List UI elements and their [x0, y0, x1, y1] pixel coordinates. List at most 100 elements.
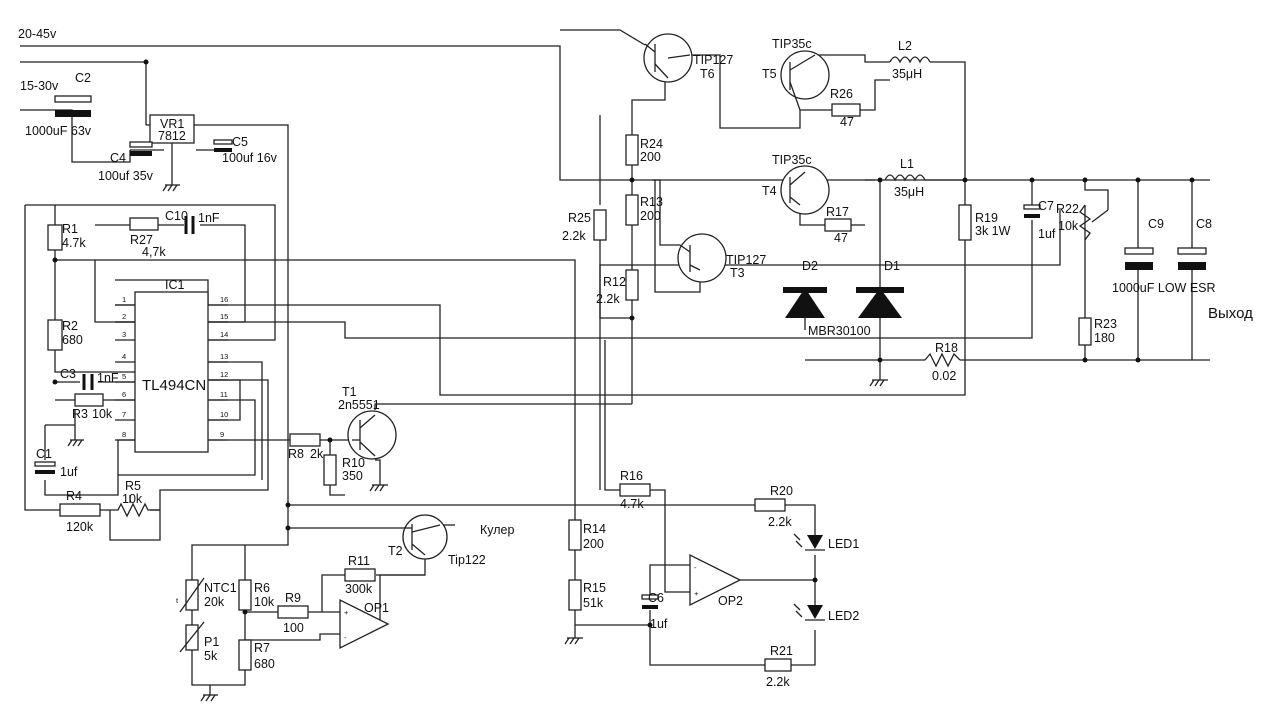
svg-text:TIP35c: TIP35c	[772, 153, 812, 167]
resistor-r27: R27 4,7k	[129, 217, 166, 259]
svg-text:35μH: 35μH	[892, 67, 922, 81]
svg-text:C2: C2	[75, 71, 91, 85]
svg-text:1uf: 1uf	[1038, 227, 1056, 241]
svg-text:R26: R26	[830, 87, 853, 101]
resistor-r24: R24 200	[625, 134, 663, 166]
capacitor-c8: C8	[1177, 217, 1212, 270]
resistor-r26: R26 47	[830, 87, 861, 129]
svg-text:16: 16	[220, 295, 228, 304]
svg-text:3k 1W: 3k 1W	[975, 224, 1011, 238]
svg-text:LED1: LED1	[828, 537, 859, 551]
resistor-r17: R17 47	[824, 205, 852, 245]
svg-text:10k: 10k	[122, 492, 143, 506]
svg-text:2.2k: 2.2k	[766, 675, 790, 689]
capacitor-c7: C7 1uf	[1023, 199, 1056, 241]
resistor-r10: R10 350	[323, 454, 365, 486]
diode-d2: D2	[783, 259, 827, 318]
svg-text:TIP127: TIP127	[693, 53, 733, 67]
svg-text:R10: R10	[342, 456, 365, 470]
output-caps-value: 1000uF LOW ESR	[1112, 281, 1216, 295]
output-label: Выход	[1208, 305, 1253, 322]
svg-text:C8: C8	[1196, 217, 1212, 231]
svg-text:200: 200	[640, 209, 661, 223]
svg-text:1000uF 63v: 1000uF 63v	[25, 124, 92, 138]
svg-text:L2: L2	[898, 39, 912, 53]
svg-text:35μH: 35μH	[894, 185, 924, 199]
resistor-r20: R20 2.2k	[754, 484, 793, 529]
diode-d1: D1	[856, 259, 904, 318]
capacitor-c9: C9	[1124, 217, 1164, 270]
svg-text:1nF: 1nF	[198, 211, 220, 225]
svg-text:R15: R15	[583, 581, 606, 595]
svg-text:t: t	[176, 596, 179, 605]
svg-text:T1: T1	[342, 385, 357, 399]
opamp-op2: - + OP2	[689, 553, 743, 608]
svg-text:OP1: OP1	[364, 601, 389, 615]
transistor-t6: TIP127 T6	[643, 33, 733, 83]
svg-text:R13: R13	[640, 195, 663, 209]
svg-text:T6: T6	[700, 67, 715, 81]
svg-text:-: -	[694, 563, 697, 572]
capacitor-c1: C1 1uf	[34, 447, 78, 479]
svg-text:7812: 7812	[158, 129, 186, 143]
transistor-t2: T2 Tip122	[388, 514, 486, 567]
resistor-r23: R23 180	[1078, 317, 1117, 346]
svg-text:R22: R22	[1056, 202, 1079, 216]
ground-icon	[162, 184, 180, 192]
transistor-t5: TIP35c T5	[762, 37, 830, 111]
svg-text:R8: R8	[288, 447, 304, 461]
svg-text:8: 8	[122, 430, 126, 439]
potentiometer-r22: R22 10k	[1056, 202, 1109, 241]
potentiometer-r5: R5 10k	[110, 479, 160, 518]
resistor-r3: R3 10k	[72, 393, 113, 421]
svg-text:47: 47	[834, 231, 848, 245]
svg-text:R9: R9	[285, 591, 301, 605]
resistor-r13: R13 200	[625, 194, 663, 226]
ground-icon	[369, 484, 388, 492]
ground-icon	[67, 425, 84, 447]
ic1-part: TL494CN	[142, 377, 206, 394]
svg-text:300k: 300k	[345, 582, 373, 596]
svg-text:R1: R1	[62, 222, 78, 236]
resistor-r9: R9 100	[277, 591, 309, 635]
svg-text:R27: R27	[130, 233, 153, 247]
fan-label: Кулер	[480, 523, 515, 537]
svg-text:R6: R6	[254, 581, 270, 595]
svg-text:47: 47	[840, 115, 854, 129]
svg-text:R17: R17	[826, 205, 849, 219]
svg-text:1uf: 1uf	[650, 617, 668, 631]
potentiometer-p1: P1 5k	[179, 621, 219, 663]
svg-text:1nF: 1nF	[97, 371, 119, 385]
svg-text:T3: T3	[730, 266, 745, 280]
svg-text:R3: R3	[72, 407, 88, 421]
svg-text:0.02: 0.02	[932, 369, 956, 383]
svg-text:100: 100	[283, 621, 304, 635]
capacitor-c2: C2 1000uF 63v	[25, 71, 92, 138]
svg-text:C9: C9	[1148, 217, 1164, 231]
ground-icon	[200, 685, 218, 702]
svg-text:14: 14	[220, 330, 228, 339]
diodes-part: MBR30100	[808, 324, 871, 338]
svg-text:10: 10	[220, 410, 228, 419]
svg-text:R24: R24	[640, 137, 663, 151]
thermistor-ntc1: t NTC1 20k	[176, 577, 237, 613]
svg-text:1: 1	[122, 295, 126, 304]
svg-text:680: 680	[254, 657, 275, 671]
svg-text:4,7k: 4,7k	[142, 245, 166, 259]
ground-icon	[564, 625, 583, 645]
svg-text:-: -	[344, 633, 347, 642]
led2: LED2	[793, 603, 859, 623]
junction-dots	[52, 59, 1195, 628]
transistor-t1: T1 2n5551	[338, 385, 397, 460]
svg-text:10k: 10k	[254, 595, 275, 609]
resistor-r12: R12 2.2k	[596, 269, 639, 306]
svg-text:2.2k: 2.2k	[596, 292, 620, 306]
transistor-t3: TIP127 T3	[677, 233, 766, 283]
resistor-r4: R4 120k	[59, 489, 101, 534]
svg-text:+: +	[694, 589, 699, 598]
svg-text:R18: R18	[935, 341, 958, 355]
svg-text:NTC1: NTC1	[204, 581, 237, 595]
svg-text:Tip122: Tip122	[448, 553, 486, 567]
svg-text:R4: R4	[66, 489, 82, 503]
svg-text:R20: R20	[770, 484, 793, 498]
